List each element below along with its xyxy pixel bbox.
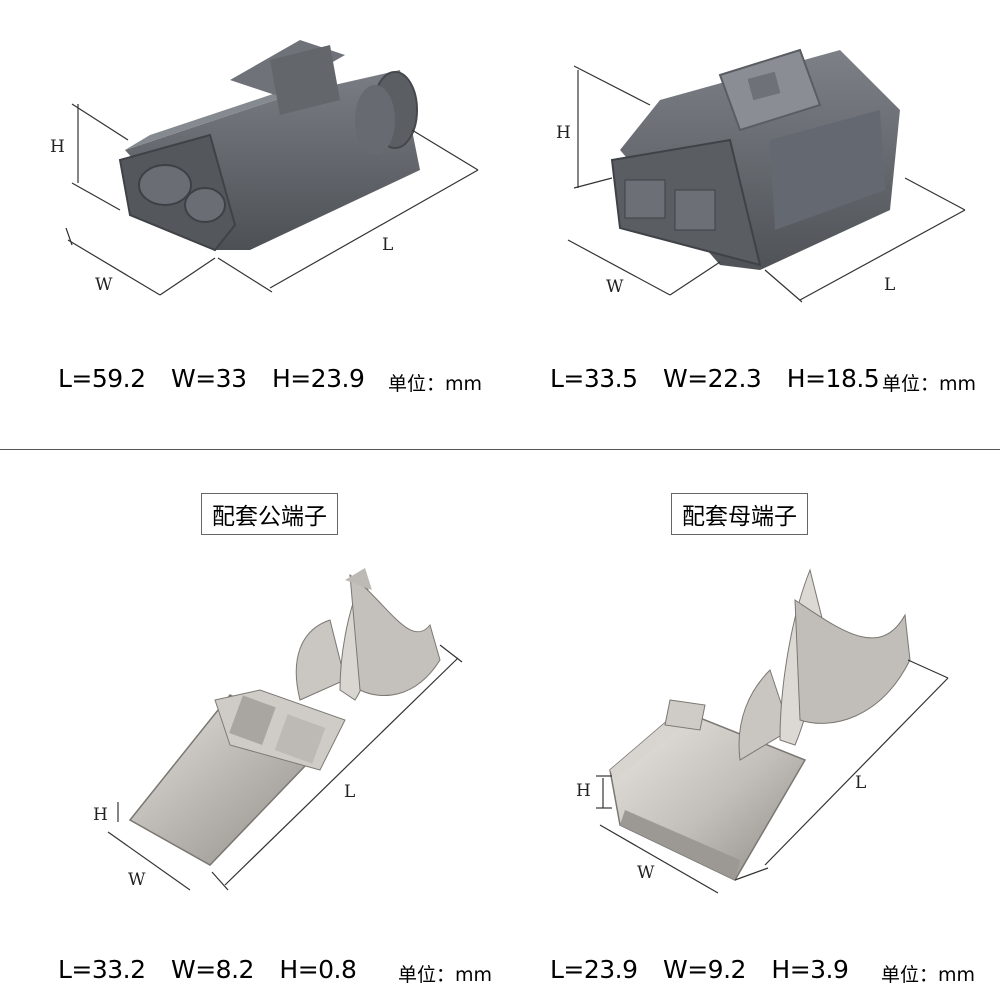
male-terminal-title: 配套公端子 xyxy=(201,493,338,535)
female-housing-spec: L=33.5 W=22.3 H=18.5 xyxy=(550,364,897,393)
female-terminal-width: W=9.2 xyxy=(663,955,746,984)
male-housing-w-label: W xyxy=(95,275,113,295)
section-divider xyxy=(0,449,1000,450)
female-terminal-height: H=3.9 xyxy=(771,955,849,984)
male-terminal-body xyxy=(128,568,441,866)
female-terminal-w-label: W xyxy=(637,863,655,883)
female-terminal-h-label: H xyxy=(576,781,591,801)
female-housing-w-label: W xyxy=(606,277,624,297)
female-housing-unit: 单位：mm xyxy=(882,373,977,395)
male-housing-body xyxy=(118,40,420,252)
male-terminal-width: W=8.2 xyxy=(171,955,254,984)
female-terminal-l-label: L xyxy=(855,773,866,793)
male-terminal-h-label: H xyxy=(93,805,108,825)
male-terminal-l-label: L xyxy=(344,782,355,802)
male-terminal-spec: L=33.2 W=8.2 H=0.8 xyxy=(58,955,374,984)
male-terminal-w-label: W xyxy=(128,870,146,890)
male-housing-l-label: L xyxy=(382,235,393,255)
female-housing-length: L=33.5 xyxy=(550,364,638,393)
male-housing-h-label: H xyxy=(50,137,65,157)
male-housing-unit: 单位：mm xyxy=(388,373,483,395)
male-housing-spec: L=59.2 W=33 H=23.9 xyxy=(58,364,382,393)
female-terminal-length: L=23.9 xyxy=(550,955,638,984)
female-terminal-title: 配套母端子 xyxy=(671,493,808,535)
female-terminal-unit: 单位：mm xyxy=(881,964,976,986)
male-terminal-length: L=33.2 xyxy=(58,955,146,984)
female-housing-height: H=18.5 xyxy=(786,364,880,393)
male-housing-figure: H W L xyxy=(50,40,479,296)
male-housing-length: L=59.2 xyxy=(58,364,146,393)
female-housing-l-label: L xyxy=(884,275,895,295)
female-terminal-spec: L=23.9 W=9.2 H=3.9 xyxy=(550,955,866,984)
male-housing-height: H=23.9 xyxy=(271,364,365,393)
male-terminal-height: H=0.8 xyxy=(279,955,357,984)
female-terminal-body xyxy=(609,568,911,881)
female-housing-width: W=22.3 xyxy=(663,364,762,393)
male-housing-dimensions: H W L xyxy=(50,103,479,296)
female-housing-dimensions: H W L xyxy=(556,65,966,303)
male-terminal-dimensions: H W L xyxy=(93,644,463,891)
male-housing-width: W=33 xyxy=(171,364,247,393)
female-terminal-dimensions: H W L xyxy=(576,659,949,894)
female-housing-h-label: H xyxy=(556,123,571,143)
female-housing-body xyxy=(610,48,900,270)
male-terminal-unit: 单位：mm xyxy=(398,964,493,986)
